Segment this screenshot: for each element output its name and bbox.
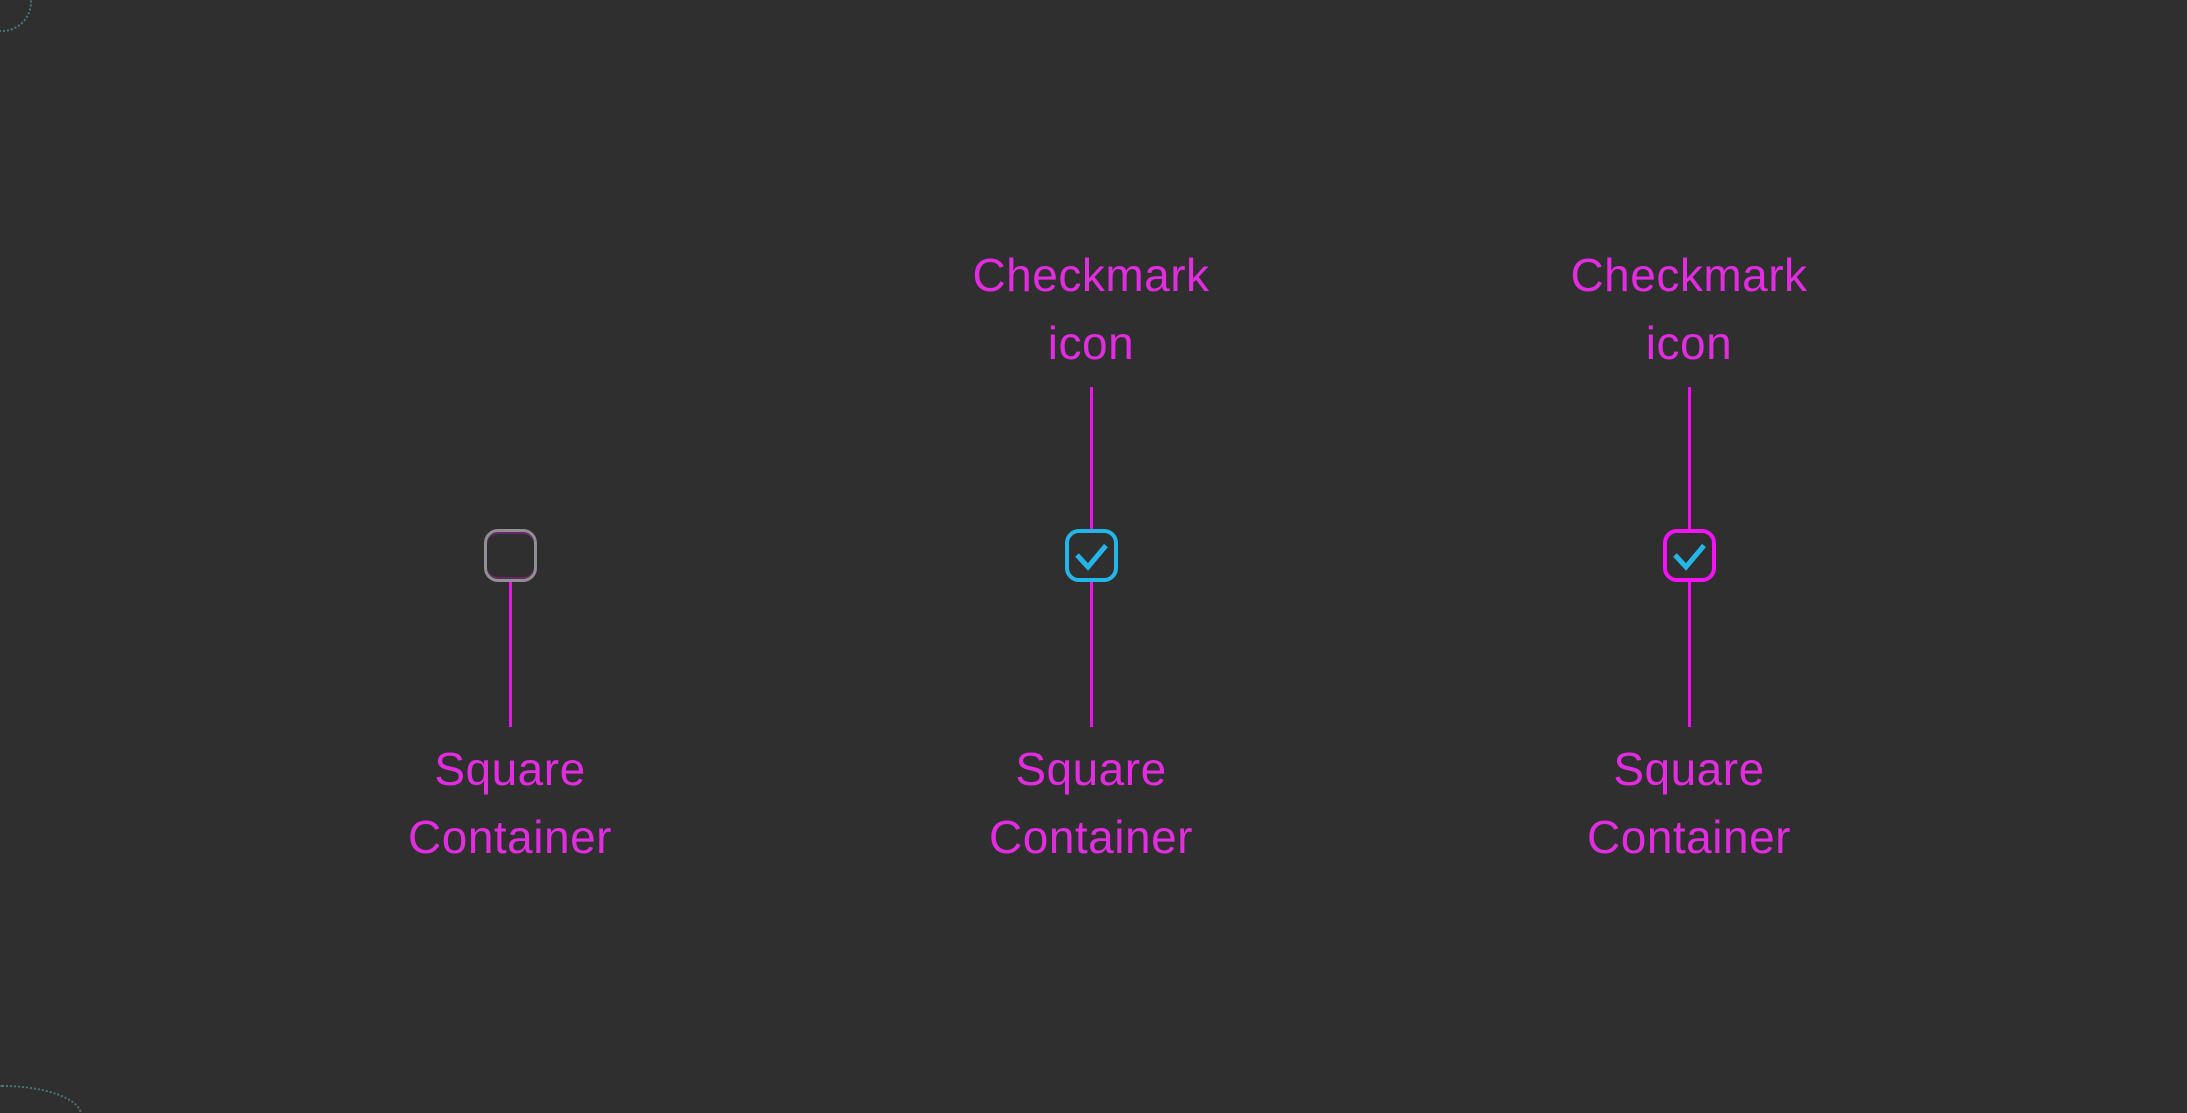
label-line: Container [1587, 811, 1791, 863]
annotation-leader-line [508, 555, 512, 727]
checkmark-icon [1074, 543, 1108, 571]
label-line: Checkmark [972, 249, 1210, 301]
canvas-guide-arc-bottom-left [0, 1085, 82, 1113]
checkmark-icon [1672, 543, 1706, 571]
label-line: Checkmark [1570, 249, 1808, 301]
checkbox-checked-magenta[interactable] [1662, 529, 1716, 582]
annotation-group-unchecked: Square Container [250, 0, 770, 1113]
label-line: Square [1613, 743, 1765, 795]
label-line: Square [1015, 743, 1167, 795]
checkbox-unchecked[interactable] [483, 529, 537, 582]
annotation-label-checkmark-icon: Checkmark icon [831, 241, 1351, 377]
label-line: Container [408, 811, 612, 863]
label-line: Square [434, 743, 586, 795]
label-line: icon [1047, 317, 1135, 369]
label-line: icon [1645, 317, 1733, 369]
checkbox-checked-cyan[interactable] [1064, 529, 1118, 582]
annotation-group-checked-magenta: Checkmark icon Square Container [1429, 0, 1949, 1113]
annotation-group-checked-cyan: Checkmark icon Square Container [831, 0, 1351, 1113]
annotation-label-square-container: Square Container [831, 735, 1351, 871]
annotation-label-checkmark-icon: Checkmark icon [1429, 241, 1949, 377]
label-line: Container [989, 811, 1193, 863]
annotation-label-square-container: Square Container [250, 735, 770, 871]
annotation-label-square-container: Square Container [1429, 735, 1949, 871]
canvas-guide-arc-top-left [0, 0, 32, 32]
